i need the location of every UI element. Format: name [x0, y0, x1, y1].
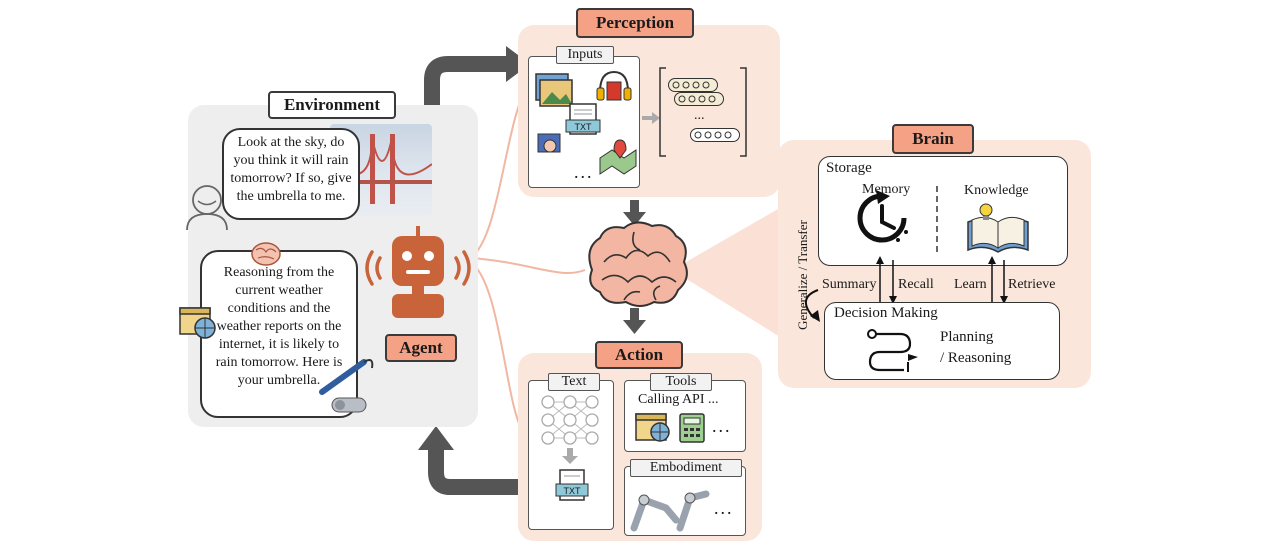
embodiment-ellipsis: ... — [714, 498, 734, 518]
knowledge-label: Knowledge — [964, 183, 1029, 198]
token-ellipsis: ... — [694, 108, 705, 123]
memory-label: Memory — [862, 182, 911, 197]
text-label: Text — [548, 373, 600, 391]
storage-label: Storage — [826, 160, 872, 176]
embodiment-label: Embodiment — [630, 459, 742, 477]
brain-action-shaft — [630, 308, 639, 322]
agent-brain-connector — [469, 257, 586, 274]
text-output-file-label: TXT — [563, 486, 581, 496]
recall-label: Recall — [898, 277, 934, 292]
txt-file-label: TXT — [574, 122, 592, 132]
summary-label: Summary — [822, 277, 877, 292]
tools-ellipsis: ... — [712, 416, 732, 436]
decision-making-box — [824, 302, 1060, 380]
action-to-env-arrow — [428, 448, 518, 495]
agent-action-connector — [469, 261, 523, 431]
perception-brain-shaft — [630, 200, 639, 214]
action-title: Action — [595, 341, 683, 369]
env-to-perception-arrow — [424, 56, 508, 112]
brain-title: Brain — [892, 124, 974, 154]
environment-title: Environment — [268, 91, 396, 119]
perception-title: Perception — [576, 8, 694, 38]
brain-focus-cone — [672, 205, 785, 340]
agent-speech-bubble: Reasoning from the current weather condi… — [200, 250, 358, 418]
decision-making-label: Decision Making — [834, 305, 938, 321]
planning-label: Planning — [940, 329, 994, 345]
retrieve-label: Retrieve — [1008, 277, 1056, 292]
action-to-env-arrowhead — [418, 426, 454, 450]
brain-action-arrowhead — [623, 320, 646, 334]
golden-gate-bridge-icon — [330, 134, 432, 204]
agent-label: Agent — [385, 334, 457, 362]
learn-label: Learn — [954, 277, 987, 292]
inputs-ellipsis: ... — [574, 162, 594, 182]
tools-label: Tools — [650, 373, 712, 391]
perception-brain-arrowhead — [623, 212, 646, 226]
calling-api-text: Calling API ... — [638, 392, 719, 407]
reasoning-label: / Reasoning — [940, 350, 1012, 366]
inputs-label: Inputs — [556, 46, 614, 64]
human-speech-bubble: Look at the sky, do you think it will ra… — [222, 128, 360, 220]
